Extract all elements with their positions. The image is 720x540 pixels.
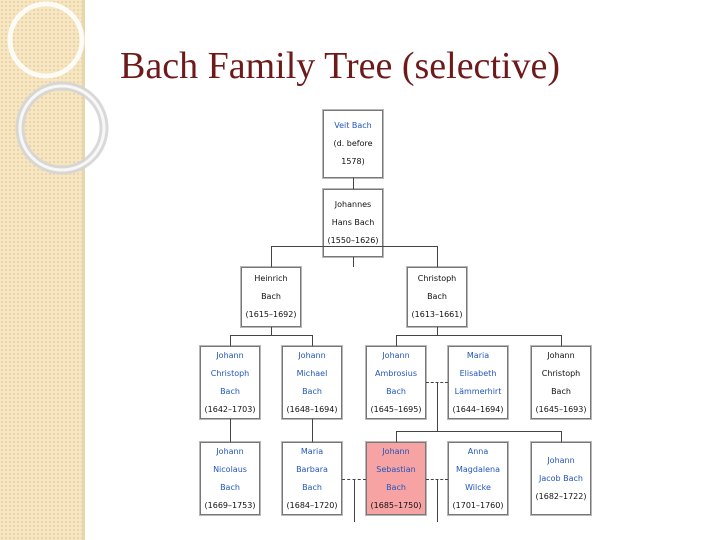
person-dates: (1684–1720) [286, 500, 338, 510]
person-name-line: Wilcke [465, 482, 491, 492]
descent-connector [271, 246, 438, 247]
descent-connector [230, 335, 313, 336]
person-name-line: Michael [296, 368, 328, 378]
swirl-ornament [7, 1, 109, 175]
descent-connector [437, 327, 438, 335]
person-name-line: Johannes [334, 200, 372, 209]
descent-connector [271, 327, 272, 335]
person-dates: (1645–1695) [370, 404, 422, 414]
person-name-line: Hans Bach [331, 218, 375, 227]
person-name-line: Veit Bach [334, 121, 372, 130]
person-dates: (1682–1722) [535, 491, 587, 501]
descent-connector [312, 419, 313, 442]
person-dates: 1578) [341, 157, 365, 166]
person-dates: (1644–1694) [452, 404, 504, 414]
person-name-line: Johann [298, 350, 326, 360]
person-name-line: Maria [466, 350, 490, 360]
person-name-line: Jacob Bach [538, 473, 584, 483]
descent-connector [230, 419, 231, 442]
person-name-line: Bach [220, 482, 240, 492]
person-node-veit[interactable]: Veit Bach (d. before 1578) [323, 110, 383, 178]
person-dates: (1645–1693) [535, 404, 587, 414]
person-name-line: Heinrich [254, 274, 288, 283]
descent-connector [354, 479, 355, 522]
person-dates: (1669–1753) [204, 500, 256, 510]
descent-connector [353, 178, 354, 189]
person-dates: (d. before [333, 139, 373, 148]
sidebar-edge [82, 0, 85, 540]
descent-connector [353, 257, 354, 267]
person-name-line: Christoph [210, 368, 250, 378]
person-name-line: Johann [547, 350, 575, 360]
descent-connector [271, 246, 272, 267]
descent-connector [437, 479, 438, 522]
person-name-line: Christoph [417, 274, 457, 283]
descent-connector [437, 246, 438, 267]
person-name-line: Sebastian [376, 464, 416, 474]
descent-connector [230, 335, 231, 346]
person-name-line: Bach [220, 386, 240, 396]
person-name-line: Johann [382, 350, 410, 360]
person-name-line: Lämmerhirt [454, 386, 502, 396]
person-name-line: Elisabeth [459, 368, 497, 378]
person-name-line: Bach [427, 292, 447, 301]
person-name-line: Bach [386, 482, 406, 492]
person-name-line: Christoph [541, 368, 581, 378]
person-name-line: Bach [551, 386, 571, 396]
person-name-line: Anna [467, 446, 489, 456]
person-dates: (1613–1661) [411, 310, 463, 319]
person-name-line: Magdalena [456, 464, 500, 474]
descent-connector [561, 335, 562, 346]
descent-connector [437, 382, 438, 431]
person-name-line: Bach [386, 386, 406, 396]
person-name-line: Barbara [296, 464, 328, 474]
person-dates: (1550–1626) [327, 236, 379, 245]
person-name-line: Bach [302, 386, 322, 396]
person-name-line: Bach [261, 292, 281, 301]
person-name-line: Johann [216, 446, 244, 456]
person-name-line: Bach [302, 482, 322, 492]
person-dates: (1615–1692) [245, 310, 297, 319]
person-dates: (1685–1750) [370, 500, 422, 510]
slide-title: Bach Family Tree (selective) [120, 45, 561, 87]
descent-connector [561, 431, 562, 442]
person-name-line: Johann [547, 455, 575, 465]
descent-connector [396, 431, 397, 442]
descent-connector [396, 335, 562, 336]
person-name-line: Nicolaus [213, 464, 247, 474]
person-dates: (1648–1694) [286, 404, 338, 414]
person-dates: (1642–1703) [204, 404, 256, 414]
descent-connector [396, 431, 562, 432]
person-name-line: Maria [300, 446, 324, 456]
person-name-line: Ambrosius [375, 368, 417, 378]
person-name-line: Johann [382, 446, 410, 456]
person-dates: (1701–1760) [452, 500, 504, 510]
person-name-line: Johann [216, 350, 244, 360]
descent-connector [312, 335, 313, 346]
descent-connector [396, 335, 397, 346]
